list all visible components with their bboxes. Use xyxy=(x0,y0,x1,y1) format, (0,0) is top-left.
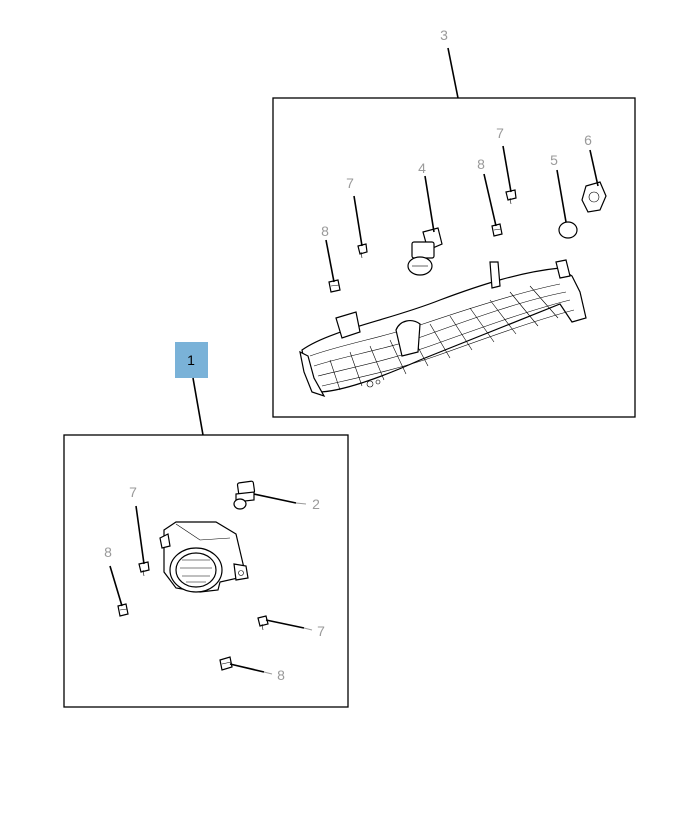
bulb-2 xyxy=(233,480,256,510)
nut-8-upper-left-callout[interactable]: 8 xyxy=(321,223,329,239)
screw-7-upper-left xyxy=(357,243,368,259)
group-3-callout[interactable]: 3 xyxy=(440,27,448,43)
bulb-4-leader xyxy=(424,175,435,233)
group-3-leader xyxy=(447,47,459,99)
cap-5-callout[interactable]: 5 xyxy=(550,152,558,168)
screw-7-lower-right-callout[interactable]: 7 xyxy=(317,623,325,639)
nut-8-upper-mid-leader xyxy=(483,173,497,227)
nut-8-lower-right-leader xyxy=(229,663,265,673)
screw-7-upper-right-callout[interactable]: 7 xyxy=(496,125,504,141)
screw-7-lower-left-leader xyxy=(135,505,145,565)
group-1-assembly: 1 2 7 xyxy=(63,342,349,708)
group-1-frame xyxy=(63,434,349,708)
group-3-assembly: 3 4 xyxy=(272,27,636,418)
bulb-2-leader xyxy=(253,493,297,504)
fog-lamp xyxy=(159,521,249,593)
nut-8-upper-mid-callout[interactable]: 8 xyxy=(477,156,485,172)
screw-7-upper-left-callout[interactable]: 7 xyxy=(346,175,354,191)
nut-8-lower-left xyxy=(117,603,129,617)
screw-7-upper-right xyxy=(505,189,517,205)
cap-5-leader xyxy=(556,169,567,223)
nut-8-lower-left-leader xyxy=(109,565,123,607)
group-1-leader xyxy=(192,377,204,436)
bulb-4 xyxy=(407,227,443,276)
nut-8-upper-mid xyxy=(491,223,503,237)
group-1-callout[interactable]: 1 xyxy=(187,352,195,368)
nut-8-lower-left-callout[interactable]: 8 xyxy=(104,544,112,560)
socket-6-callout[interactable]: 6 xyxy=(584,132,592,148)
bulb-2-callout[interactable]: 2 xyxy=(312,496,320,512)
turn-signal-lamp xyxy=(299,259,587,398)
nut-8-upper-left-leader xyxy=(325,239,335,283)
group-3-frame xyxy=(272,97,636,418)
socket-6-leader xyxy=(589,149,599,187)
screw-7-lower-left xyxy=(138,561,150,577)
screw-7-lower-right xyxy=(257,615,269,631)
cap-5 xyxy=(558,221,578,239)
screw-7-upper-right-leader xyxy=(502,145,512,193)
nut-8-lower-right-callout[interactable]: 8 xyxy=(277,667,285,683)
group-1-highlight-box xyxy=(175,342,208,378)
socket-6 xyxy=(581,181,607,213)
screw-7-lower-right-leader xyxy=(265,619,305,629)
bulb-4-callout[interactable]: 4 xyxy=(418,160,426,176)
screw-7-lower-left-callout[interactable]: 7 xyxy=(129,484,137,500)
screw-7-upper-left-leader xyxy=(353,195,363,247)
nut-8-lower-right xyxy=(219,656,233,671)
nut-8-upper-left xyxy=(328,279,341,293)
